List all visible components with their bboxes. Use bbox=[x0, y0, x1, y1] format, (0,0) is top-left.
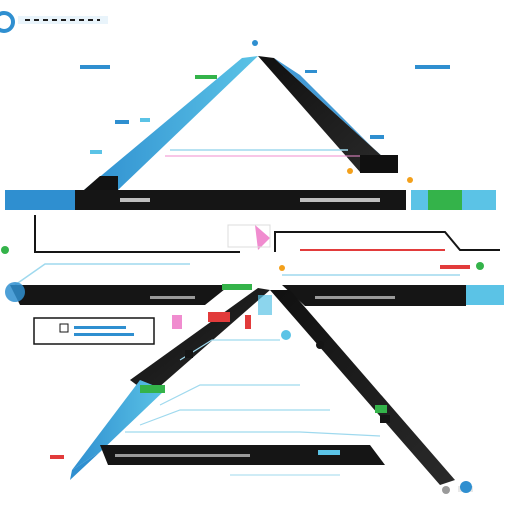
lower-right-diagonal-bar bbox=[258, 290, 455, 485]
middle-outline-boxes bbox=[14, 215, 500, 286]
bottom-horizontal-bar bbox=[100, 445, 385, 465]
thin-guide-lines bbox=[125, 149, 381, 476]
small-framed-label bbox=[33, 317, 155, 345]
circle-ring-icon bbox=[0, 11, 15, 33]
upper-horizontal-bar bbox=[5, 190, 496, 210]
lower-left-diagonal-bar bbox=[70, 288, 270, 480]
upper-left-diagonal-bar bbox=[84, 56, 258, 190]
scattered-marks bbox=[1, 40, 484, 494]
header-scribble bbox=[18, 16, 108, 24]
upper-right-diagonal-bar bbox=[258, 56, 398, 173]
lower-horizontal-bar bbox=[10, 284, 504, 306]
